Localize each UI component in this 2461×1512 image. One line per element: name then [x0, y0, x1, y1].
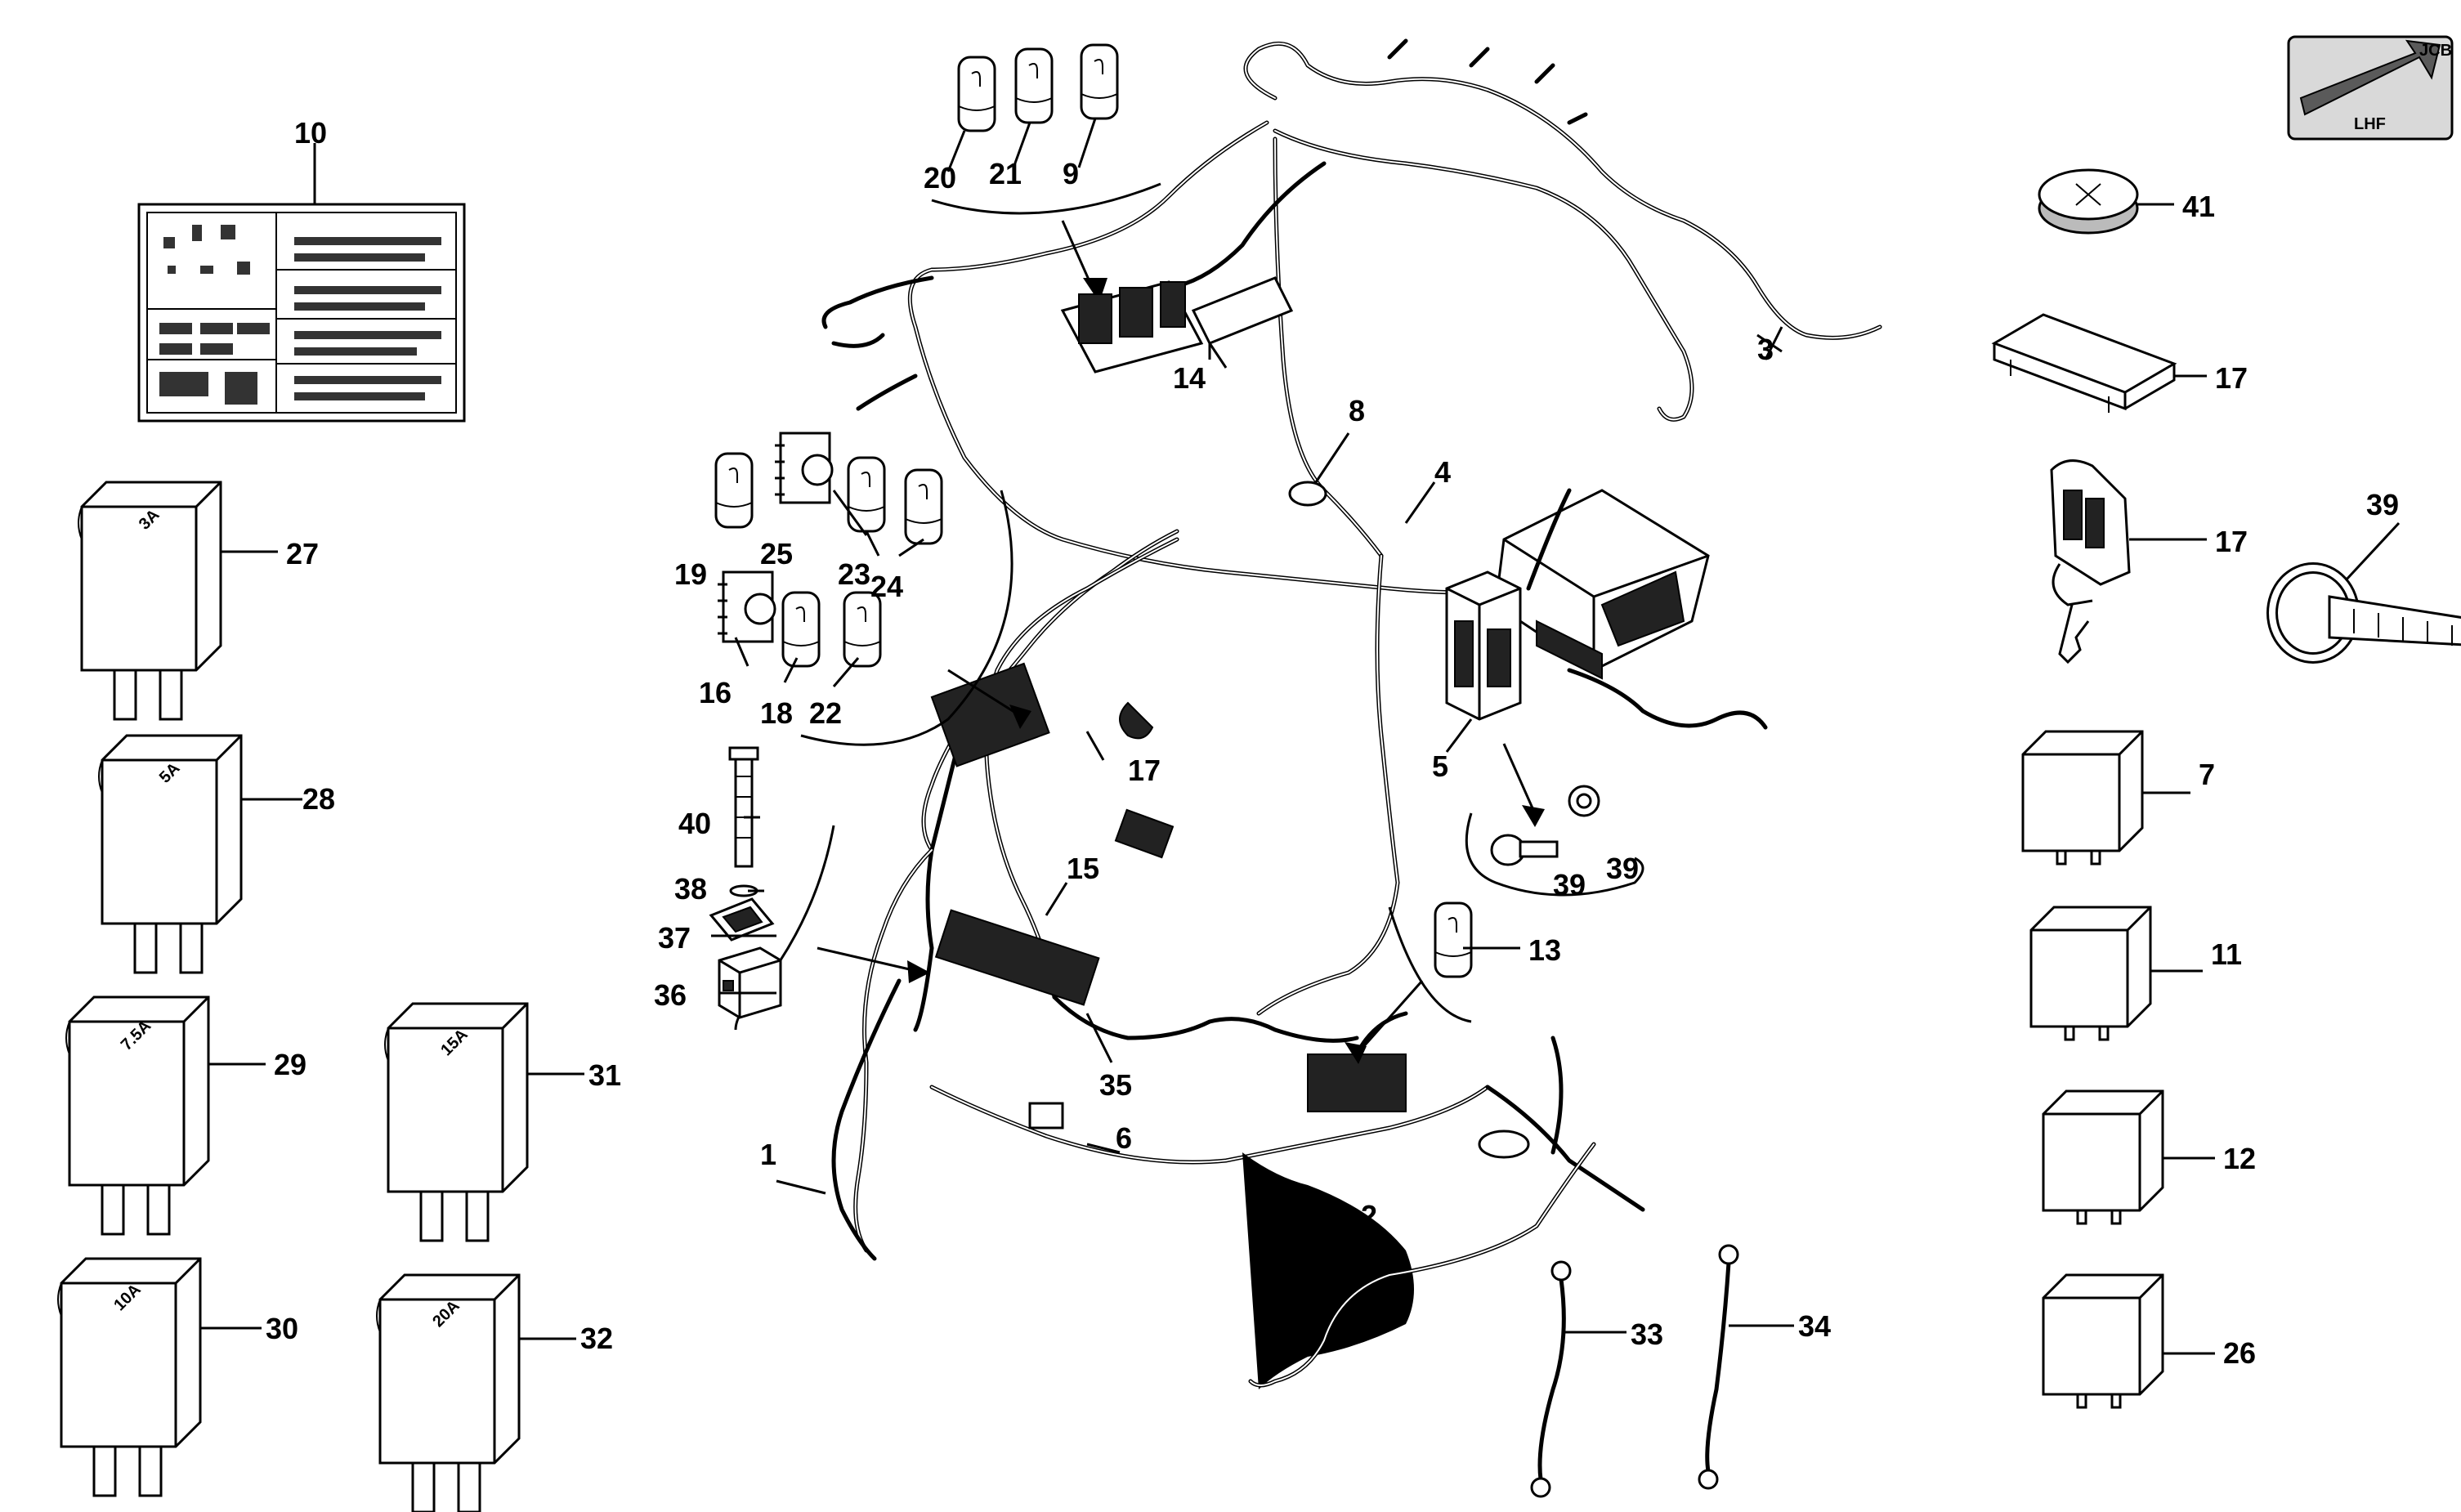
fuse-15a: 15A	[383, 1002, 584, 1242]
rocker-switch-23	[843, 591, 882, 668]
callout-33: 32	[580, 1322, 613, 1355]
mounting-bolt-42	[728, 746, 759, 868]
rocker-switch-16-body	[718, 570, 776, 643]
switch-block-14	[1060, 276, 1294, 374]
relay-12	[2042, 1089, 2215, 1225]
leader-lines	[711, 333, 1783, 1256]
callout-23: 22	[809, 696, 842, 730]
rocker-switch-22	[1014, 47, 1054, 124]
main-harness-lower	[831, 488, 1768, 1389]
screw-41	[1490, 834, 1559, 866]
fuse-10a: 10A	[56, 1257, 262, 1497]
callout-20: 19	[674, 557, 707, 591]
callout-25: 24	[870, 570, 903, 603]
callout-4: 4	[1434, 455, 1451, 489]
callout-24: 23	[838, 557, 870, 591]
callout-37: 36	[654, 978, 687, 1012]
callout-11: 11	[2211, 937, 2242, 971]
relay-11	[2029, 906, 2203, 1041]
lhf-label: LHF	[2354, 115, 2386, 133]
callout-17-key: 17	[2215, 525, 2248, 558]
earth-strap-35	[1698, 1244, 1794, 1490]
rocker-switch-20	[714, 452, 754, 529]
callout-labels: 10 20 21 9 14 8 4 3 41 17 17 39 7 11 12 …	[266, 116, 2399, 1370]
callout-35: 34	[1798, 1309, 1831, 1343]
bracket-38	[709, 897, 775, 942]
callout-15: 15	[1067, 852, 1099, 885]
relay-7	[2021, 730, 2190, 866]
callout-38: 37	[658, 921, 691, 955]
callout-39-screw: 39	[1606, 852, 1639, 885]
switch-group-arc-top	[931, 182, 1161, 215]
fuse-box-module	[1494, 489, 1710, 680]
callout-3: 3	[1757, 333, 1774, 366]
callout-12: 12	[2223, 1142, 2256, 1175]
callout-22: 21	[989, 157, 1022, 190]
fuse-3a: 3A	[77, 481, 278, 721]
callout-43: 41	[2182, 190, 2215, 223]
electronic-control-unit	[1445, 570, 1522, 721]
fuse-7-5a: 7.5A	[65, 995, 266, 1236]
callout-42: 40	[678, 807, 711, 840]
jcb-logo: JCB	[2419, 42, 2452, 60]
callout-28: 27	[286, 537, 319, 570]
cover-cap	[1991, 313, 2207, 413]
rocker-switch-13	[1434, 901, 1473, 978]
callout-32: 31	[588, 1058, 621, 1092]
callout-10: 10	[294, 116, 327, 150]
lhf-direction-badge: JCB LHF	[2287, 35, 2454, 141]
cable-tie	[2266, 521, 2461, 664]
callout-21: 20	[924, 161, 956, 195]
callout-16: 16	[699, 676, 732, 709]
relay-27	[2042, 1273, 2215, 1409]
callout-41: 39	[1553, 868, 1586, 901]
instruction-decal	[137, 143, 466, 423]
callout-40: 39	[2366, 488, 2399, 521]
rocker-switch-9	[1080, 43, 1119, 120]
callout-13: 13	[1528, 933, 1561, 967]
callout-14: 14	[1173, 361, 1206, 395]
callout-31: 30	[266, 1312, 298, 1345]
callout-39-bolt: 38	[674, 872, 707, 906]
rocker-switch-21	[957, 56, 996, 132]
direction-arrow-icon	[2299, 39, 2441, 116]
callout-1: 1	[760, 1138, 776, 1171]
callout-8: 8	[1349, 394, 1365, 427]
callout-18: 17	[2215, 361, 2248, 395]
callout-36: 35	[1099, 1068, 1132, 1102]
callout-7: 7	[2199, 758, 2215, 791]
callout-19: 18	[760, 696, 793, 730]
callout-5: 5	[1432, 749, 1448, 783]
callout-6: 6	[1116, 1121, 1132, 1155]
rocker-switch-24	[847, 456, 886, 533]
relay-base-37	[718, 946, 782, 1019]
callout-30: 29	[274, 1048, 307, 1081]
fuse-20a: 20A	[375, 1273, 576, 1512]
rocker-switch-25	[904, 468, 943, 545]
callout-29: 28	[302, 782, 335, 816]
callout-34: 33	[1631, 1317, 1663, 1351]
coin-battery	[2038, 168, 2174, 235]
washer-39-small	[1568, 785, 1600, 817]
rocker-switch-19	[781, 591, 821, 668]
callout-27: 26	[2223, 1336, 2256, 1370]
callout-9: 9	[1063, 157, 1079, 190]
callout-17-sensor: 17	[1128, 754, 1161, 787]
rocker-switch-26-body	[775, 432, 834, 504]
earth-strap-34	[1530, 1260, 1626, 1498]
fuse-5a: 5A	[97, 734, 302, 974]
ignition-key	[2050, 459, 2207, 664]
upper-wiring-harness	[821, 38, 1882, 595]
callout-26: 25	[760, 537, 793, 570]
switch-group-arc-left	[800, 490, 1013, 746]
callout-2: 2	[1361, 1199, 1377, 1232]
